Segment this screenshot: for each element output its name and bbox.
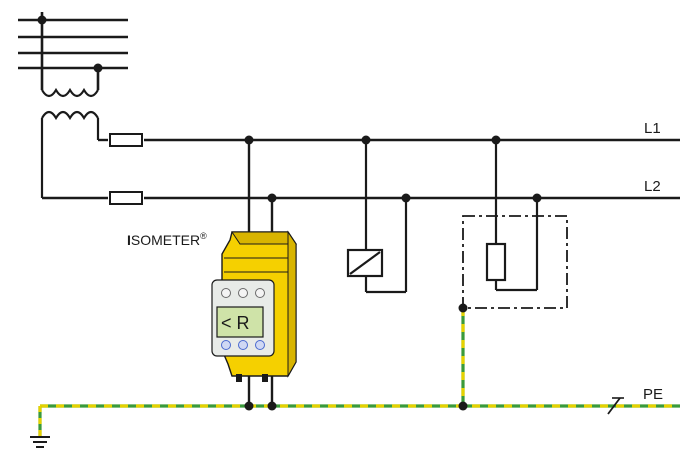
fuse-icon-l2 bbox=[109, 191, 143, 205]
transformer-icon bbox=[40, 87, 100, 198]
resistor-icon bbox=[485, 242, 507, 282]
pe-conductor bbox=[38, 308, 680, 436]
supply-junction-dots bbox=[37, 15, 103, 73]
fuse-icon-l1 bbox=[109, 133, 143, 147]
label-pe: PE bbox=[643, 386, 663, 403]
junction-dots bbox=[244, 135, 542, 411]
relay-load bbox=[346, 140, 408, 294]
device-display-text: < R bbox=[221, 313, 250, 333]
supply-busbars bbox=[18, 12, 128, 90]
isometer-device: < R bbox=[211, 140, 297, 406]
device-name-label: ISOMETER® bbox=[127, 231, 207, 248]
pe-marker-icon bbox=[607, 397, 621, 415]
resistor-load bbox=[485, 140, 539, 292]
enclosure-dashed-box bbox=[462, 215, 568, 309]
device-lcd bbox=[216, 306, 264, 338]
device-top-buttons bbox=[221, 288, 265, 298]
earth-ground-icon bbox=[30, 436, 50, 448]
label-l2: L2 bbox=[644, 178, 661, 195]
label-l1: L1 bbox=[644, 120, 661, 137]
device-bottom-buttons bbox=[221, 340, 265, 350]
